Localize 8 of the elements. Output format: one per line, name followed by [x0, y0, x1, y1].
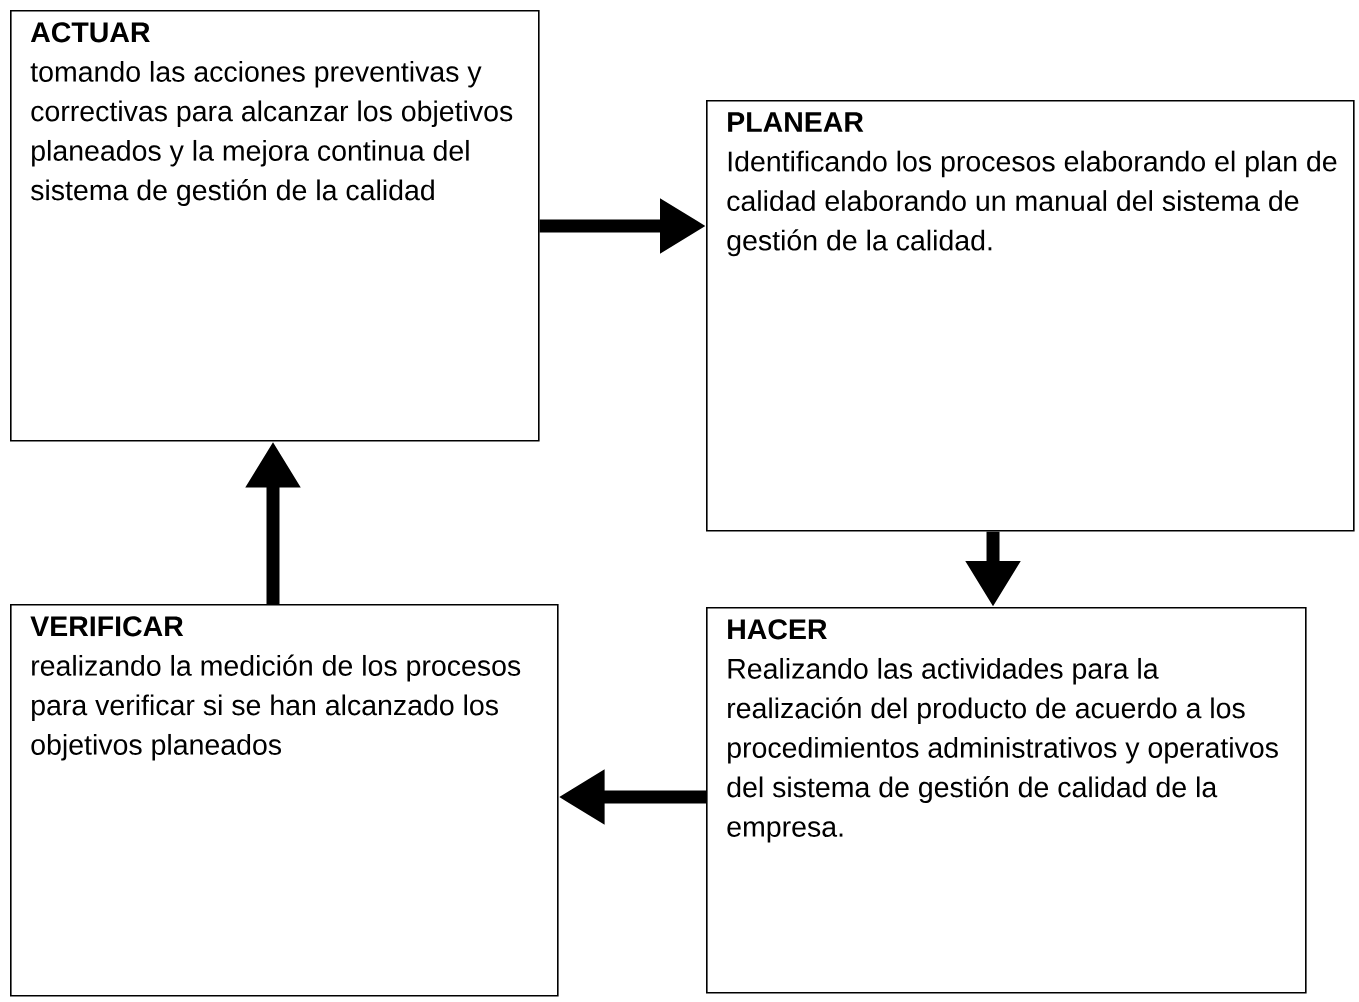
- process-box: [10, 10, 540, 442]
- process-box: [10, 604, 559, 997]
- box-text: PLANEAR Identificando los procesos elaborando el plan de calidad elaborando un manual del sistema de gestión de la calidad.: [727, 112, 1337, 257]
- box-text: VERIFICAR realizando la medición de los procesos para verificar si se han alcanzado los objetivos planeados: [30, 616, 521, 761]
- box-text: ACTUAR tomando las acciones preventivas y correctivas para alcanzar los objetivos planeados y la mejora continua del sistema de gestión de la calidad: [30, 22, 513, 206]
- process-box: [706, 607, 1307, 994]
- box-text: HACER Realizando las actividades para la realización del producto de acuerdo a los procedimientos administrativos y operativos del sistema de gestión de calidad de la empresa.: [727, 619, 1278, 843]
- process-box: [706, 100, 1355, 532]
